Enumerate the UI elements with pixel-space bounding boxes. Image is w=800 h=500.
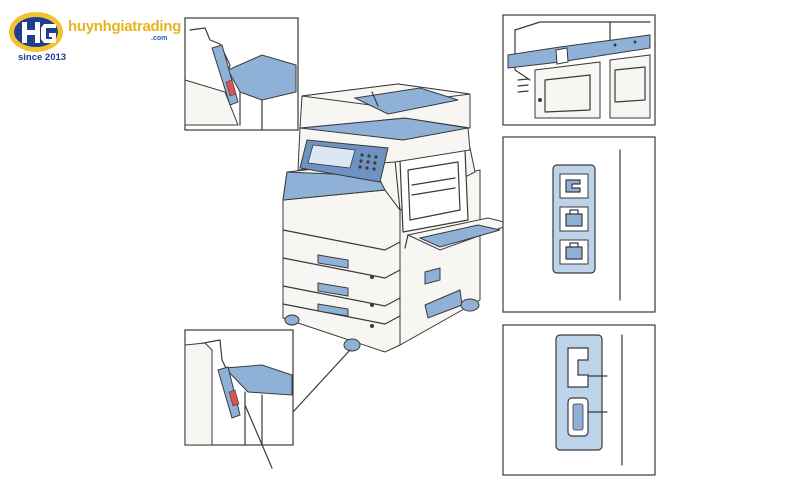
copier-main <box>282 83 514 353</box>
scanner-unit <box>297 117 471 183</box>
drawer-handle-2 <box>317 282 349 297</box>
touch-screen <box>307 144 356 169</box>
brand-since: since 2013 <box>18 52 67 63</box>
drawer-handle-1 <box>317 254 349 269</box>
brand-domain-suffix: .com <box>151 35 168 42</box>
inset-interface-ports <box>502 136 656 313</box>
hg-monogram-icon <box>9 12 63 52</box>
inset-front-bottom-latch <box>184 329 294 446</box>
caster-wheel <box>460 298 480 312</box>
caster-wheel <box>343 338 361 352</box>
brand-logo: huynhgiatrading .com since 2013 <box>6 8 181 63</box>
leader-line <box>244 404 273 469</box>
inset-rear-top-panel <box>502 14 656 126</box>
bypass-tray <box>404 217 514 251</box>
brand-name: huynhgiatrading <box>68 18 181 35</box>
usb-port-icon <box>559 173 589 199</box>
inset-power-ports <box>502 324 656 476</box>
inset-front-top-latch <box>184 17 299 131</box>
document-feeder <box>299 83 471 129</box>
leader-line <box>292 349 351 413</box>
power-socket-icon <box>567 347 589 388</box>
caster-wheel <box>284 314 300 326</box>
drawer-handle-3 <box>317 303 349 317</box>
